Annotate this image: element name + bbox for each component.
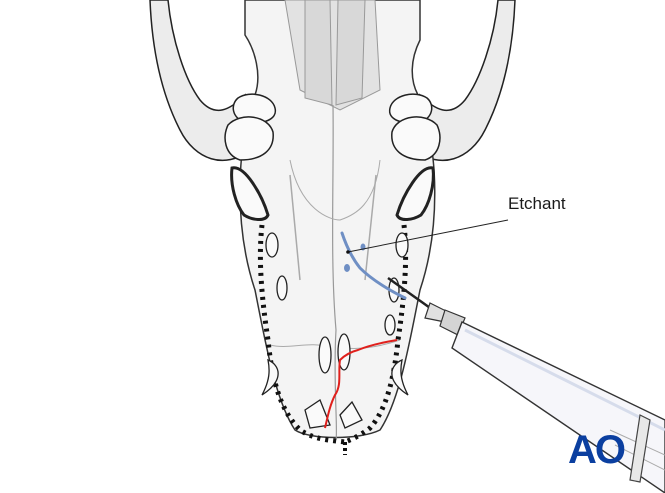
etchant-marks (340, 231, 407, 300)
etchant-leader-line (346, 219, 509, 254)
syringe (387, 276, 665, 493)
fracture-line (324, 339, 398, 429)
etchant-label: Etchant (508, 194, 566, 213)
ao-logo: AO (568, 428, 626, 472)
molar-teeth (224, 93, 441, 221)
